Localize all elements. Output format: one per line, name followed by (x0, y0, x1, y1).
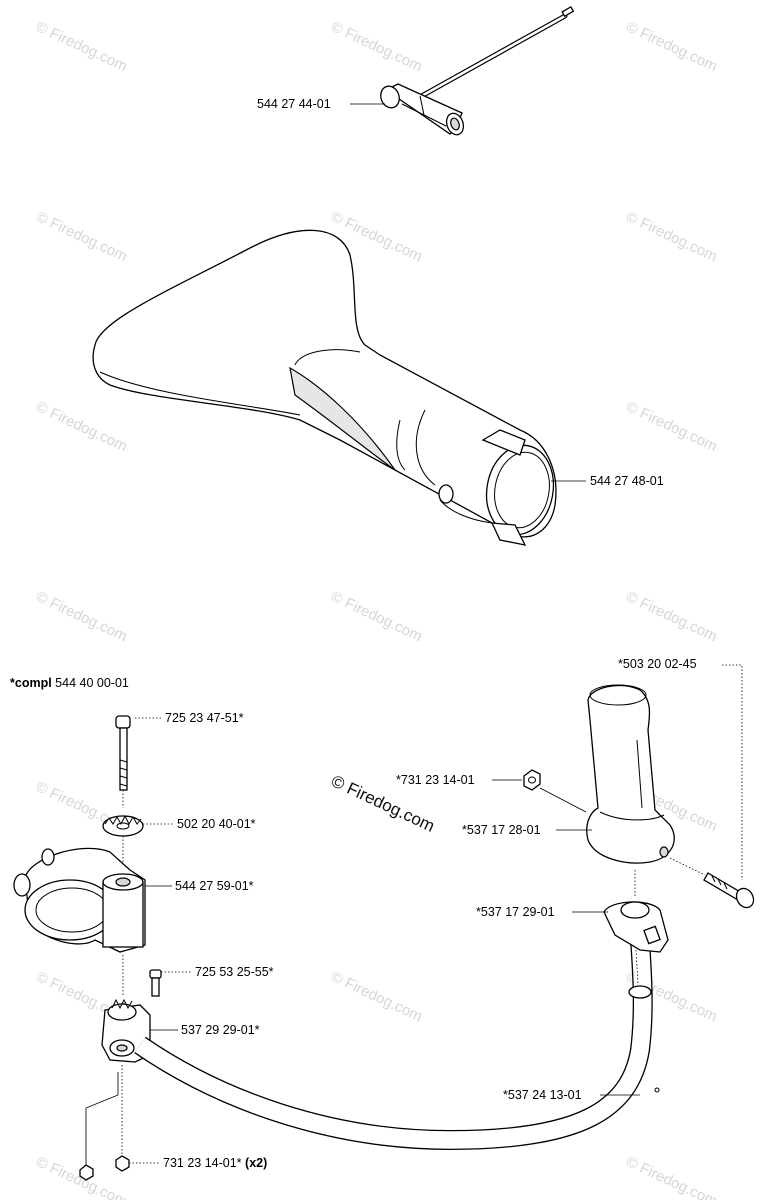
watermark: © Firedog.com (328, 588, 425, 645)
watermark: © Firedog.com (33, 398, 130, 455)
clamp-drawing (13, 847, 146, 995)
part-quantity: (x2) (245, 1156, 267, 1170)
watermark: © Firedog.com (33, 208, 130, 265)
part-number-label: 544 27 59-01* (175, 879, 254, 893)
grip-bolt-drawing (669, 857, 755, 909)
small-screw-drawing (149, 969, 162, 997)
t-wrench-drawing (380, 6, 575, 136)
watermark: © Firedog.com (623, 208, 720, 265)
grip-clamp-drawing (603, 870, 669, 986)
watermark: © Firedog.com (328, 968, 425, 1025)
lock-washer-drawing (102, 814, 144, 872)
part-number-label: *537 17 28-01 (462, 823, 541, 837)
part-number-label: 725 23 47-51* (165, 711, 244, 725)
part-number-label: *503 20 02-45 (618, 657, 697, 671)
assembly-note: *compl 544 40 00-01 (10, 676, 129, 690)
watermark: © Firedog.com (33, 588, 130, 645)
part-number-label: *731 23 14-01 (396, 773, 475, 787)
part-number-label: 544 27 44-01 (257, 97, 331, 111)
long-bolt-drawing (115, 715, 131, 808)
part-number: 731 23 14-01* (163, 1156, 242, 1170)
watermark: © Firedog.com (328, 18, 425, 75)
watermark: © Firedog.com (33, 18, 130, 75)
part-number-label: 502 20 40-01* (177, 817, 256, 831)
leader-lines (129, 103, 743, 1164)
bottom-nuts-drawing (79, 1065, 130, 1181)
assembly-note-number: 544 40 00-01 (55, 676, 129, 690)
handle-body-drawing (92, 229, 557, 546)
part-number-label: 731 23 14-01* (x2) (163, 1156, 267, 1170)
watermark: © Firedog.com (623, 1153, 720, 1200)
part-number-label: 537 29 29-01* (181, 1023, 260, 1037)
part-number-label: *537 24 13-01 (503, 1088, 582, 1102)
part-labels: 544 27 44-01 544 27 48-01 *compl 544 40 … (10, 97, 697, 1170)
part-number-label: 544 27 48-01 (590, 474, 664, 488)
watermark: © Firedog.com (623, 398, 720, 455)
tube-handlebar-drawing (134, 939, 660, 1151)
assembly-note-prefix: *compl (10, 676, 52, 690)
watermark: © Firedog.com (623, 588, 720, 645)
watermark: © Firedog.com (623, 18, 720, 75)
grip-drawing (586, 684, 675, 864)
part-number-label: *537 17 29-01 (476, 905, 555, 919)
bracket-drawing (101, 998, 151, 1063)
part-number-label: 725 53 25-55* (195, 965, 274, 979)
nut-drawing (523, 769, 587, 813)
